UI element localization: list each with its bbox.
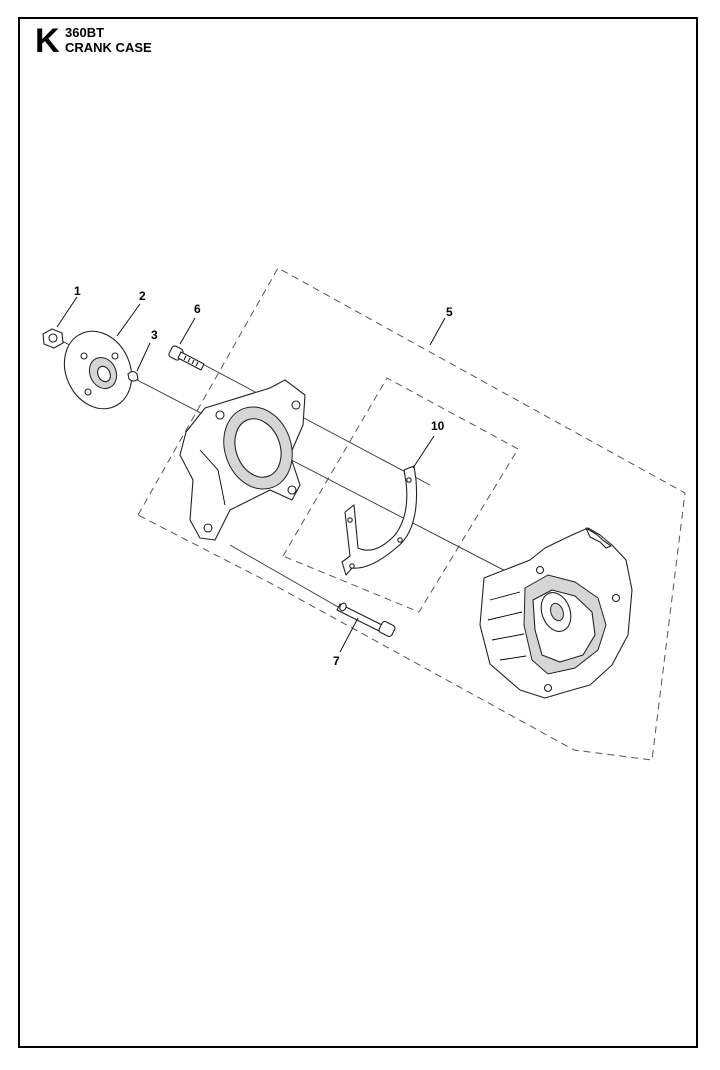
callout-7: 7: [333, 654, 340, 668]
part-screw: [168, 345, 205, 371]
model-number: 360BT: [65, 25, 105, 40]
section-letter: K: [35, 22, 60, 60]
part-nut: [42, 328, 64, 349]
part-flange: [63, 330, 133, 410]
leader-3: [136, 342, 151, 372]
part-bolt: [336, 602, 396, 638]
callout-5: 5: [446, 305, 453, 319]
leader-1: [56, 296, 78, 328]
leader-2: [116, 303, 141, 337]
part-key: [127, 370, 139, 382]
section-title: CRANK CASE: [65, 40, 152, 55]
callout-10: 10: [431, 419, 445, 433]
leader-6: [179, 317, 196, 345]
leader-5: [429, 317, 446, 346]
callout-2: 2: [139, 289, 146, 303]
part-crankcase-half-right: [479, 527, 633, 699]
page-frame: [18, 17, 698, 1048]
callout-3: 3: [151, 328, 158, 342]
assembly-axis-screw: [179, 351, 431, 486]
callout-1: 1: [74, 284, 81, 298]
part-crankcase-half-left: [179, 379, 306, 541]
leader-7: [339, 617, 359, 653]
callout-6: 6: [194, 302, 201, 316]
part-gasket: [341, 465, 418, 576]
leader-10: [412, 435, 435, 469]
assembly-axis-bolt: [229, 544, 353, 616]
group-outline-10: [282, 377, 519, 613]
